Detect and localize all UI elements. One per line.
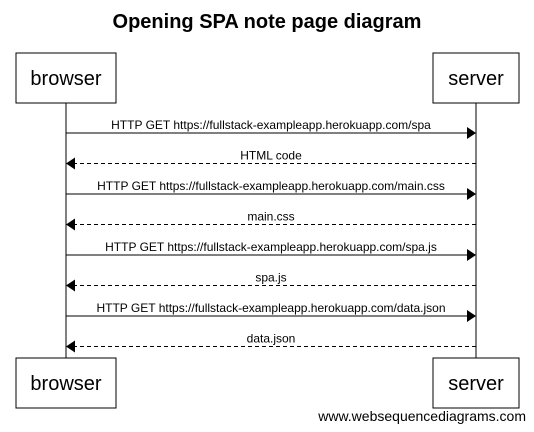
browser-actor-bottom: browser xyxy=(15,357,117,409)
message-arrow-head xyxy=(66,218,75,231)
message-1: HTTP GET https://fullstack-exampleapp.he… xyxy=(66,118,476,139)
message-8: data.json xyxy=(66,332,476,353)
server-actor-bottom: server xyxy=(432,357,520,409)
message-label: HTTP GET https://fullstack-exampleapp.he… xyxy=(97,179,445,193)
message-arrow-head xyxy=(467,127,476,139)
message-4: main.css xyxy=(66,210,476,231)
message-label: HTML code xyxy=(240,149,302,163)
message-arrow-head xyxy=(66,279,75,292)
message-label: HTTP GET https://fullstack-exampleapp.he… xyxy=(105,240,437,254)
server-actor-top: server xyxy=(432,52,520,104)
message-arrow-head xyxy=(467,310,476,322)
message-arrow-head xyxy=(66,340,75,353)
message-label: data.json xyxy=(247,332,296,346)
footer-credit: www.websequencediagrams.com xyxy=(317,408,526,424)
message-label: HTTP GET https://fullstack-exampleapp.he… xyxy=(111,118,431,132)
message-arrow-head xyxy=(66,157,75,170)
server-actor-bottom-label: server xyxy=(448,373,504,395)
browser-actor-bottom-label: browser xyxy=(30,373,101,395)
browser-actor-top: browser xyxy=(15,52,117,104)
message-6: spa.js xyxy=(66,271,476,292)
message-arrow-head xyxy=(467,188,476,200)
server-actor-top-label: server xyxy=(448,68,504,90)
message-label: spa.js xyxy=(255,271,286,285)
messages: HTTP GET https://fullstack-exampleapp.he… xyxy=(66,118,476,353)
message-7: HTTP GET https://fullstack-exampleapp.he… xyxy=(66,301,476,322)
message-label: HTTP GET https://fullstack-exampleapp.he… xyxy=(96,301,445,315)
message-arrow-head xyxy=(467,249,476,261)
diagram-title: Opening SPA note page diagram xyxy=(113,11,422,33)
message-label: main.css xyxy=(247,210,294,224)
message-2: HTML code xyxy=(66,149,476,170)
browser-actor-top-label: browser xyxy=(30,68,101,90)
message-3: HTTP GET https://fullstack-exampleapp.he… xyxy=(66,179,476,200)
message-5: HTTP GET https://fullstack-exampleapp.he… xyxy=(66,240,476,261)
